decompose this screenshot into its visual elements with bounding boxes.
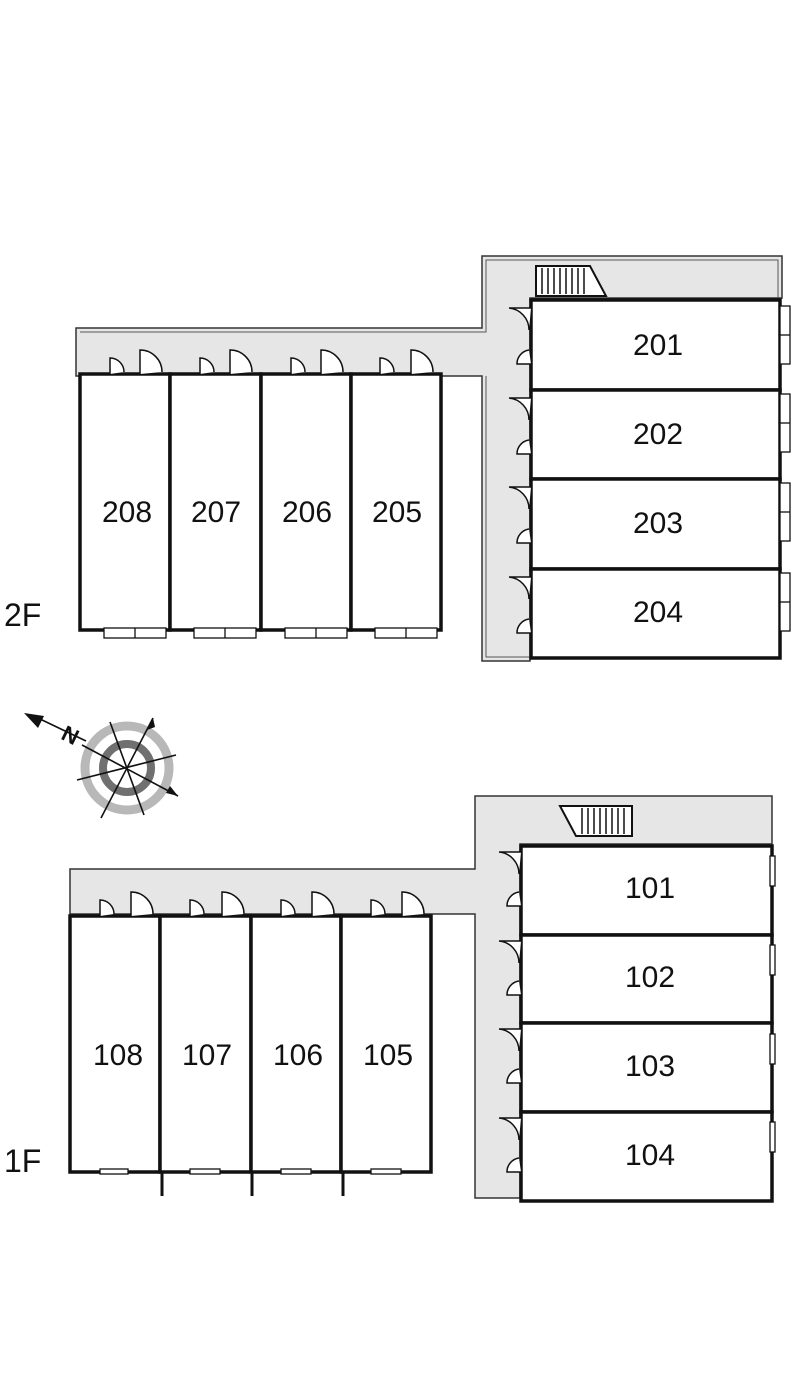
windows-2f-horizontal xyxy=(779,305,791,632)
unit-label: 201 xyxy=(633,329,683,362)
unit-label: 107 xyxy=(182,1039,232,1072)
unit-label: 205 xyxy=(372,496,422,529)
floor-label-1f: 1F xyxy=(4,1143,41,1179)
stairs-2f xyxy=(535,265,608,297)
windows-1f-vertical xyxy=(99,1168,402,1175)
windows-1f-horizontal xyxy=(769,855,776,1153)
unit-label: 207 xyxy=(191,496,241,529)
doors-2f-horizontal xyxy=(508,307,531,634)
units-2f-horizontal: 201 202 203 204 xyxy=(529,298,782,660)
north-arrow-icon: N xyxy=(24,713,179,819)
unit-label: 206 xyxy=(282,496,332,529)
unit-103 xyxy=(519,1021,774,1114)
doors-2f-vertical xyxy=(109,349,434,374)
unit-105 xyxy=(339,914,433,1174)
unit-label: 203 xyxy=(633,507,683,540)
unit-205 xyxy=(349,372,443,632)
unit-204 xyxy=(529,567,782,660)
floor-label-2f: 2F xyxy=(4,597,41,633)
corridor-1f xyxy=(69,795,773,1199)
unit-label: 106 xyxy=(273,1039,323,1072)
unit-label: 108 xyxy=(93,1039,143,1072)
doors-1f-horizontal xyxy=(498,851,521,1173)
corridor-2f-inner-edge xyxy=(80,259,779,658)
unit-label: 102 xyxy=(625,961,675,994)
unit-label: 204 xyxy=(633,596,683,629)
unit-104 xyxy=(519,1110,774,1203)
unit-108 xyxy=(68,914,162,1174)
unit-label: 105 xyxy=(363,1039,413,1072)
units-1f-vertical: 108 107 106 105 xyxy=(68,914,433,1174)
unit-label: 103 xyxy=(625,1050,675,1083)
partition-extensions-1f xyxy=(160,1172,345,1196)
doors-1f-vertical xyxy=(99,891,425,916)
unit-label: 101 xyxy=(625,872,675,905)
unit-label: 202 xyxy=(633,418,683,451)
floor-1f: 108 107 106 105 xyxy=(4,795,776,1203)
unit-101 xyxy=(519,844,774,937)
unit-label: 208 xyxy=(102,496,152,529)
windows-2f-vertical xyxy=(103,627,438,639)
units-1f-horizontal: 101 102 103 104 xyxy=(519,844,774,1203)
unit-label: 104 xyxy=(625,1139,675,1172)
floor-2f: 208 207 206 205 201 202 203 xyxy=(4,255,791,662)
compass-north-letter: N xyxy=(58,721,83,750)
units-2f-vertical: 208 207 206 205 xyxy=(78,372,443,632)
unit-107 xyxy=(158,914,253,1174)
stairs-1f xyxy=(558,805,633,837)
